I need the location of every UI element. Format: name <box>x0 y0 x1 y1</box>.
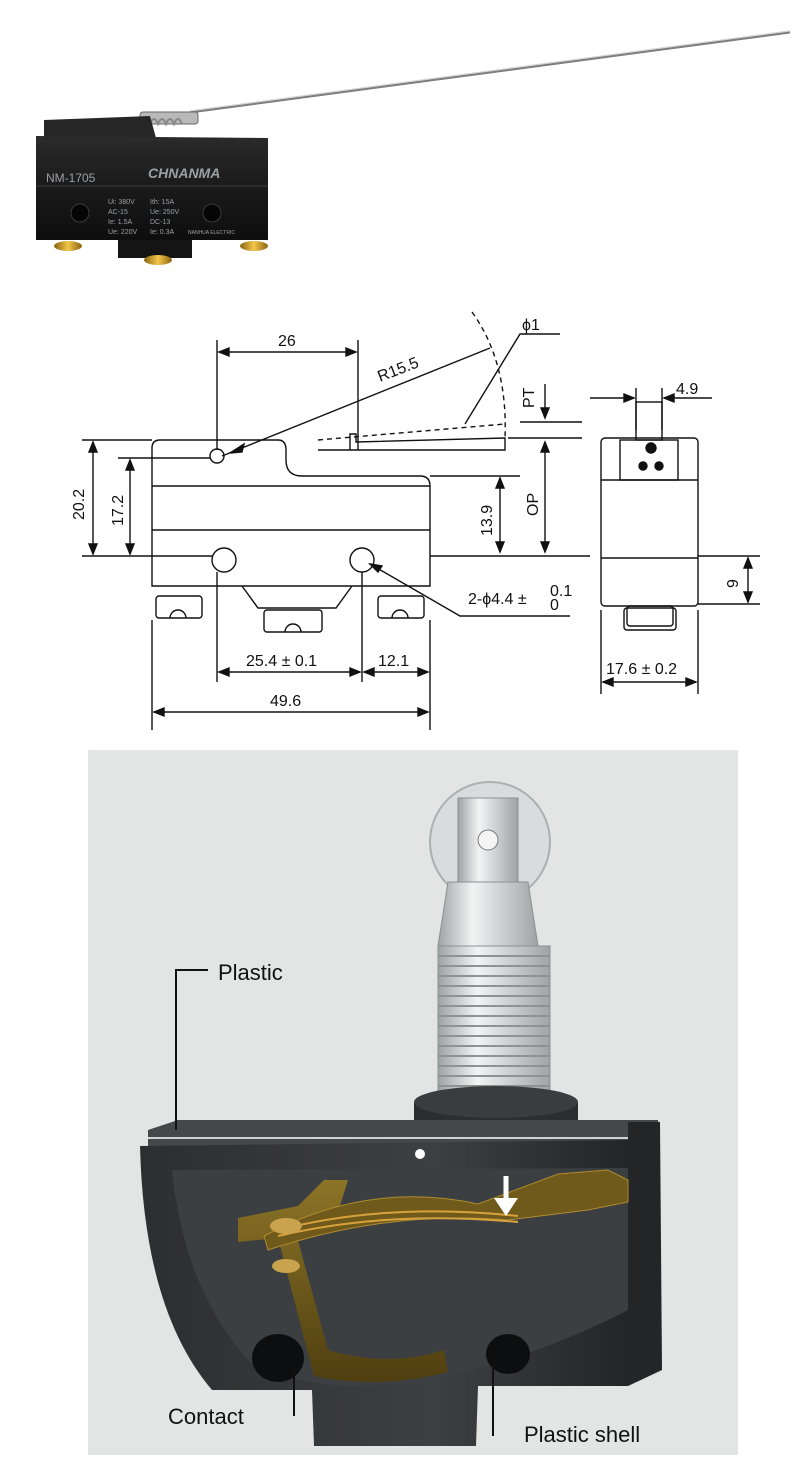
dim-phi1: ϕ1 <box>522 317 540 334</box>
body-outline <box>151 439 431 587</box>
terminal <box>263 609 323 633</box>
dim-202: 20.2 <box>71 489 88 520</box>
spring-blade <box>263 1169 629 1251</box>
side-view-body <box>600 437 699 607</box>
label-plastic: Plastic <box>218 960 283 985</box>
dimension-drawing: 26 R15.5 ϕ1 PT 4.9 20.2 17.2 13.9 OP 9 2… <box>0 290 800 740</box>
dim-hole-spec: 2-ϕ4.4 ± <box>468 591 527 608</box>
model-text: NM-1705 <box>46 171 96 185</box>
spec-text: DC-13 <box>150 219 170 226</box>
lever-radius-arc <box>471 311 506 439</box>
label-plastic-shell: Plastic shell <box>524 1422 640 1447</box>
threaded-bushing <box>437 945 551 1103</box>
maker-text: NANHUA ELECTRIC <box>188 230 235 236</box>
lever <box>318 433 506 451</box>
spec-text: Ith: 15A <box>150 199 174 206</box>
mount-hole <box>252 1334 304 1382</box>
mount-hole <box>70 203 90 223</box>
label-contact: Contact <box>168 1404 244 1429</box>
terminal <box>144 255 172 265</box>
dim-op: OP <box>525 493 542 516</box>
plunger <box>437 881 539 947</box>
lever-free-position <box>317 423 506 441</box>
contact-rivet <box>270 1218 302 1234</box>
dim-pt: PT <box>521 387 538 408</box>
brand-text: CHNANMA <box>148 165 220 181</box>
product-photo: NM-1705 CHNANMA Ui: 380V Ith: 15A AC-15 … <box>0 0 800 280</box>
mount-hole <box>211 547 237 573</box>
terminal <box>54 241 82 251</box>
dim-172: 17.2 <box>110 495 127 526</box>
dim-254: 25.4 ± 0.1 <box>246 653 317 670</box>
dim-49: 4.9 <box>676 381 698 398</box>
dim-176: 17.6 ± 0.2 <box>606 661 677 678</box>
terminal <box>377 595 425 619</box>
dim-hole-tol-lower: 0 <box>550 597 559 614</box>
dim-26: 26 <box>278 333 296 350</box>
spec-text: Ie: 1.5A <box>108 219 132 226</box>
lever-wire <box>189 30 791 114</box>
mount-hole <box>202 203 222 223</box>
dim-496: 49.6 <box>270 693 301 710</box>
plastic-leader <box>175 969 208 1130</box>
dim-hole-tol-upper: 0.1 <box>550 583 572 600</box>
dim-121: 12.1 <box>378 653 409 670</box>
spec-text: AC-15 <box>108 209 128 216</box>
mount-hole <box>349 547 375 573</box>
dimension-drawing-svg: 26 R15.5 ϕ1 PT 4.9 20.2 17.2 13.9 OP 9 2… <box>71 311 760 730</box>
cutaway-svg: Plastic Contact Plastic shell <box>140 781 662 1447</box>
spec-text: Ui: 380V <box>108 199 135 206</box>
terminal <box>155 595 203 619</box>
terminal <box>240 241 268 251</box>
phi1-leader <box>464 333 560 425</box>
dim-139: 13.9 <box>479 505 496 536</box>
mount-hole <box>486 1334 530 1374</box>
dim-r155: R15.5 <box>375 355 421 386</box>
r155-leader <box>221 347 491 457</box>
spec-text: Ie: 0.3A <box>150 229 174 236</box>
spec-text: Ue: 250V <box>150 209 180 216</box>
pivot-hole <box>209 448 225 464</box>
dim-9: 9 <box>725 579 742 588</box>
spring <box>149 118 183 127</box>
spec-text: Ue: 220V <box>108 229 138 236</box>
side-terminal <box>626 605 674 627</box>
cutaway-illustration: Plastic Contact Plastic shell <box>88 750 738 1455</box>
switch-photo-svg: NM-1705 CHNANMA Ui: 380V Ith: 15A AC-15 … <box>36 30 791 265</box>
